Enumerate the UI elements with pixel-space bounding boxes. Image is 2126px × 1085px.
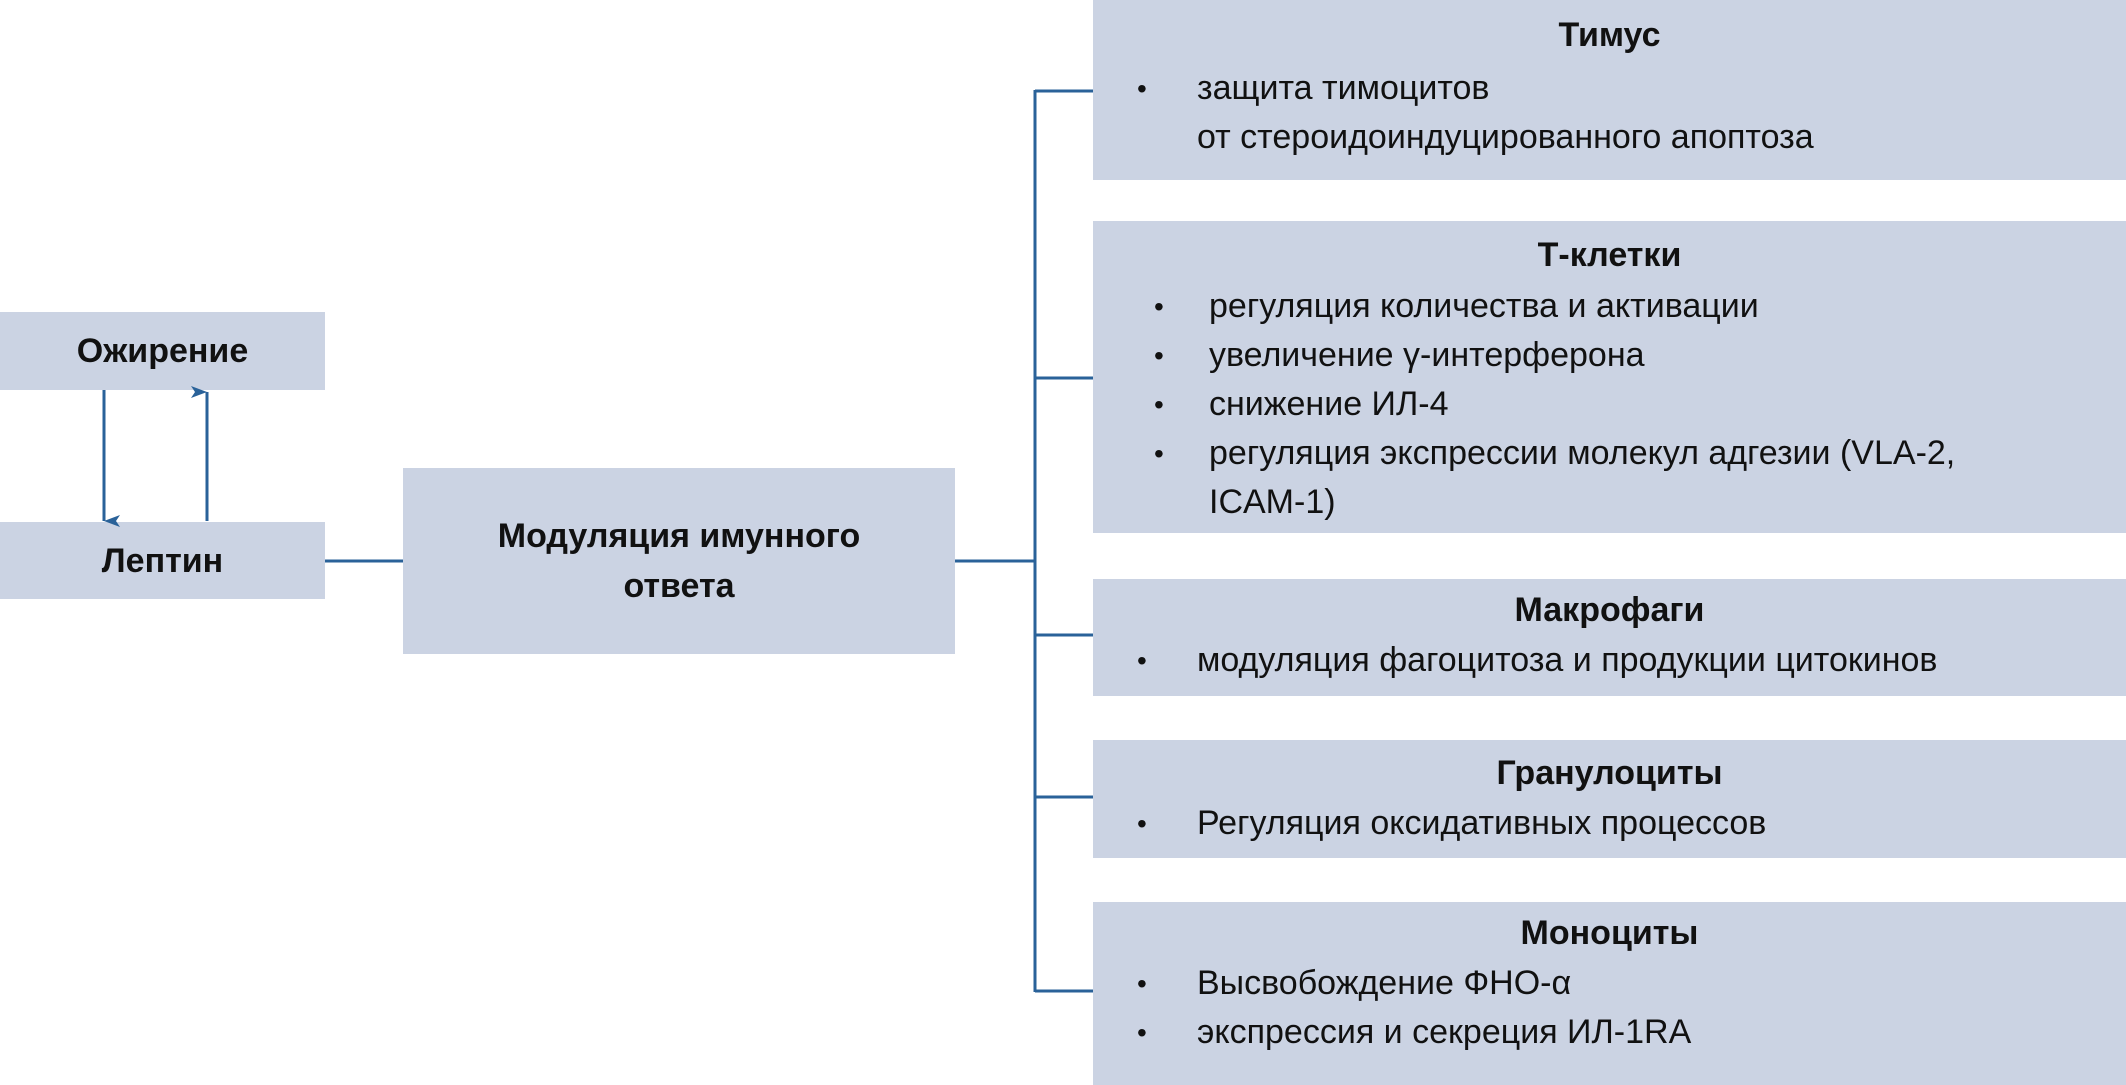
t-cells-list: •регуляция количества и активации •увели… (1154, 282, 1956, 527)
monocytes-title: Моноциты (1520, 914, 1699, 952)
t-cells-box: Т-клетки •регуляция количества и активац… (1093, 221, 2126, 533)
monocytes-list: •Высвобождение ФНО-α •экспрессия и секре… (1137, 959, 1692, 1057)
list-item: •Высвобождение ФНО-α (1137, 964, 1572, 1002)
list-item: •регуляция количества и активации (1154, 287, 1759, 325)
leptin-label: Лептин (101, 541, 224, 580)
obesity-box: Ожирение (0, 312, 325, 390)
granulocytes-box: Гранулоциты •Регуляция оксидативных проц… (1093, 740, 2126, 858)
obesity-label: Ожирение (76, 332, 249, 370)
list-item: •модуляция фагоцитоза и продукции цитоки… (1137, 641, 1938, 679)
granulocytes-list: •Регуляция оксидативных процессов (1137, 799, 1767, 848)
list-item: •снижение ИЛ-4 (1154, 385, 1449, 423)
macrophages-box: Макрофаги •модуляция фагоцитоза и продук… (1093, 579, 2126, 696)
thymus-box: Тимус •защита тимоцитов от стероидоиндуц… (1093, 0, 2126, 180)
monocytes-box: Моноциты •Высвобождение ФНО-α •экспресси… (1093, 902, 2126, 1085)
t-cells-title: Т-клетки (1537, 236, 1682, 274)
thymus-list: •защита тимоцитов от стероидоиндуцирован… (1137, 64, 1814, 162)
macrophages-title: Макрофаги (1514, 591, 1705, 629)
immune-modulation-box: Модуляция имунного ответа (403, 468, 955, 654)
thymus-title: Тимус (1558, 16, 1661, 54)
immune-modulation-label: Модуляция имунного ответа (497, 517, 861, 605)
list-item: •экспрессия и секреция ИЛ-1RA (1137, 1013, 1692, 1051)
leptin-box: Лептин (0, 522, 325, 599)
list-item: •регуляция экспрессии молекул адгезии (V… (1154, 434, 1956, 472)
granulocytes-title: Гранулоциты (1496, 754, 1723, 792)
macrophages-list: •модуляция фагоцитоза и продукции цитоки… (1137, 636, 1938, 685)
list-item: •Регуляция оксидативных процессов (1137, 804, 1767, 842)
list-item: •защита тимоцитов (1137, 69, 1490, 107)
list-item: ICAM-1) (1209, 483, 1336, 521)
list-item: •увеличение γ-интерферона (1154, 336, 1645, 374)
list-item: от стероидоиндуцированного апоптоза (1197, 118, 1814, 156)
